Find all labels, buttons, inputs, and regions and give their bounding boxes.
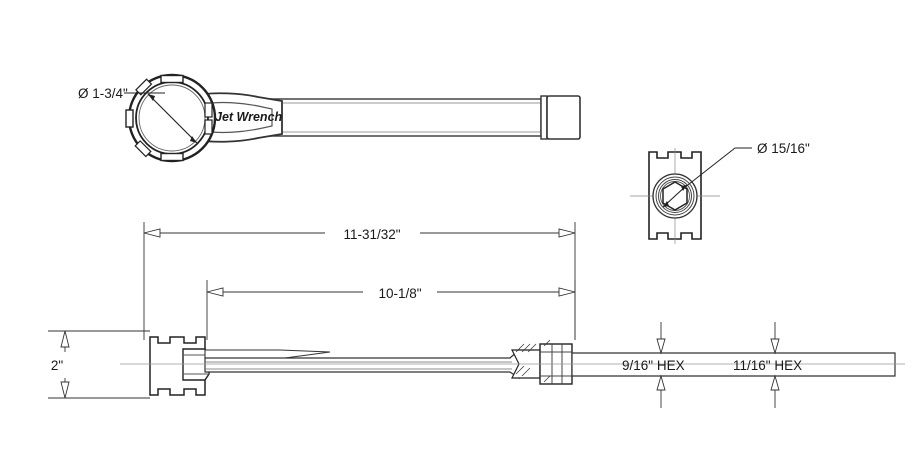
hatch-line-4 — [515, 365, 525, 375]
dimension-hex-large: 11/16" HEX — [733, 322, 802, 408]
hatch-line-2 — [521, 343, 531, 353]
working-arrow-left — [206, 287, 224, 297]
socket-diameter-arrow-start — [663, 201, 669, 207]
top-view-grip-inner — [202, 101, 273, 134]
ring-notch-right-lower — [204, 119, 213, 135]
height-arrow-top — [60, 330, 70, 348]
hex-small-label: 9/16" HEX — [622, 358, 685, 373]
end-view-group: Ø 15/16" — [630, 141, 810, 244]
ring-diameter-label: Ø 1-3/4" — [78, 86, 128, 101]
top-view-end-block — [540, 95, 581, 140]
side-view-hex-collar — [539, 339, 573, 385]
ring-notches — [125, 74, 213, 162]
ring-diameter-indicator — [147, 93, 198, 144]
height-arrow-bottom — [60, 381, 70, 399]
hatch-line-3 — [527, 343, 537, 353]
top-view-end-head — [546, 95, 581, 140]
hex-large-arrow-top — [770, 338, 780, 355]
socket-diameter-label: Ø 15/16" — [757, 141, 810, 156]
hex-collar-hatch-1 — [543, 339, 551, 347]
side-view-flute-taper — [204, 349, 331, 359]
side-view-group — [120, 336, 905, 396]
socket-diameter-callout: Ø 15/16" — [683, 141, 810, 189]
dimension-head-height: 2" — [48, 330, 150, 399]
brand-logo-text: Jet Wrench — [215, 110, 283, 124]
overall-arrow-left — [143, 228, 161, 238]
ring-notch-bottom — [160, 152, 184, 162]
top-view-grip: Jet Wrench — [195, 92, 283, 143]
hex-large-label: 11/16" HEX — [733, 358, 802, 373]
overall-length-label: 11-31/32" — [343, 227, 400, 242]
hatch-line-5 — [521, 367, 531, 377]
side-view-right-shaft — [571, 352, 896, 377]
hex-collar-hatch-2 — [543, 375, 551, 383]
dimension-working-length: 10-1/8" — [206, 280, 576, 340]
ring-notch-upper-left — [135, 78, 153, 96]
ring-diameter-callout: Ø 1-3/4" — [78, 86, 165, 101]
hex-small-arrow-bottom — [656, 374, 666, 391]
ring-notch-left — [125, 109, 134, 128]
hex-small-arrow-top — [656, 338, 666, 355]
hatch-line-1 — [515, 343, 525, 353]
ring-notch-right-upper — [204, 102, 213, 118]
top-view-group: Jet Wrench — [78, 73, 581, 163]
ring-notch-top — [160, 74, 184, 84]
socket-callout-leader-diagonal — [683, 147, 736, 189]
ring-diameter-line — [147, 93, 198, 144]
working-length-label: 10-1/8" — [378, 286, 421, 301]
working-arrow-right — [558, 287, 576, 297]
dimension-hex-small: 9/16" HEX — [622, 322, 685, 408]
ring-diameter-arrow-start — [148, 94, 155, 101]
top-view-ring-head — [125, 73, 217, 163]
head-height-label: 2" — [51, 358, 64, 373]
overall-arrow-right — [558, 228, 576, 238]
ring-diameter-arrow-end — [190, 136, 197, 143]
hex-large-arrow-bottom — [770, 374, 780, 391]
ring-notch-lower-left — [134, 140, 152, 158]
top-view-end-collar — [540, 95, 548, 140]
